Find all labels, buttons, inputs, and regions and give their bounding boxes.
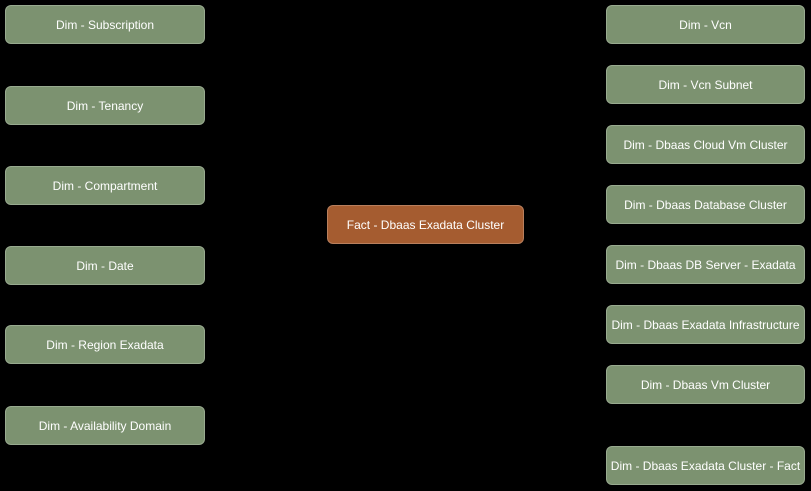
node-label: Dim - Subscription: [55, 17, 155, 32]
node-label: Dim - Availability Domain: [38, 418, 172, 433]
node-label: Dim - Vcn Subnet: [658, 77, 753, 92]
dim-node-vcn-subnet[interactable]: Dim - Vcn Subnet: [606, 65, 805, 104]
node-label: Dim - Date: [76, 258, 134, 273]
node-label: Dim - Dbaas Vm Cluster: [640, 377, 771, 392]
dim-node-dbaas-exadata-infrastructure[interactable]: Dim - Dbaas Exadata Infrastructure: [606, 305, 805, 344]
dim-node-dbaas-database-cluster[interactable]: Dim - Dbaas Database Cluster: [606, 185, 805, 224]
node-label: Dim - Vcn: [679, 17, 732, 32]
node-label: Dim - Dbaas DB Server - Exadata: [615, 257, 796, 272]
node-label: Dim - Dbaas Database Cluster: [624, 197, 787, 212]
dim-node-dbaas-exadata-cluster-fact[interactable]: Dim - Dbaas Exadata Cluster - Fact: [606, 446, 805, 485]
node-label: Dim - Region Exadata: [46, 337, 164, 352]
dim-node-vcn[interactable]: Dim - Vcn: [606, 5, 805, 44]
dim-node-tenancy[interactable]: Dim - Tenancy: [5, 86, 205, 125]
node-label: Dim - Compartment: [52, 178, 158, 193]
dim-node-compartment[interactable]: Dim - Compartment: [5, 166, 205, 205]
dim-node-dbaas-cloud-vm-cluster[interactable]: Dim - Dbaas Cloud Vm Cluster: [606, 125, 805, 164]
node-label: Dim - Dbaas Exadata Infrastructure: [611, 317, 800, 332]
dim-node-date[interactable]: Dim - Date: [5, 246, 205, 285]
node-label: Dim - Dbaas Cloud Vm Cluster: [623, 137, 788, 152]
node-label: Dim - Dbaas Exadata Cluster - Fact: [610, 458, 801, 473]
node-label: Dim - Tenancy: [66, 98, 144, 113]
dim-node-region-exadata[interactable]: Dim - Region Exadata: [5, 325, 205, 364]
fact-node-dbaas-exadata-cluster[interactable]: Fact - Dbaas Exadata Cluster: [327, 205, 524, 244]
dim-node-availability-domain[interactable]: Dim - Availability Domain: [5, 406, 205, 445]
node-label: Fact - Dbaas Exadata Cluster: [346, 217, 505, 232]
dim-node-dbaas-vm-cluster[interactable]: Dim - Dbaas Vm Cluster: [606, 365, 805, 404]
dim-node-subscription[interactable]: Dim - Subscription: [5, 5, 205, 44]
dim-node-dbaas-db-server-exadata[interactable]: Dim - Dbaas DB Server - Exadata: [606, 245, 805, 284]
